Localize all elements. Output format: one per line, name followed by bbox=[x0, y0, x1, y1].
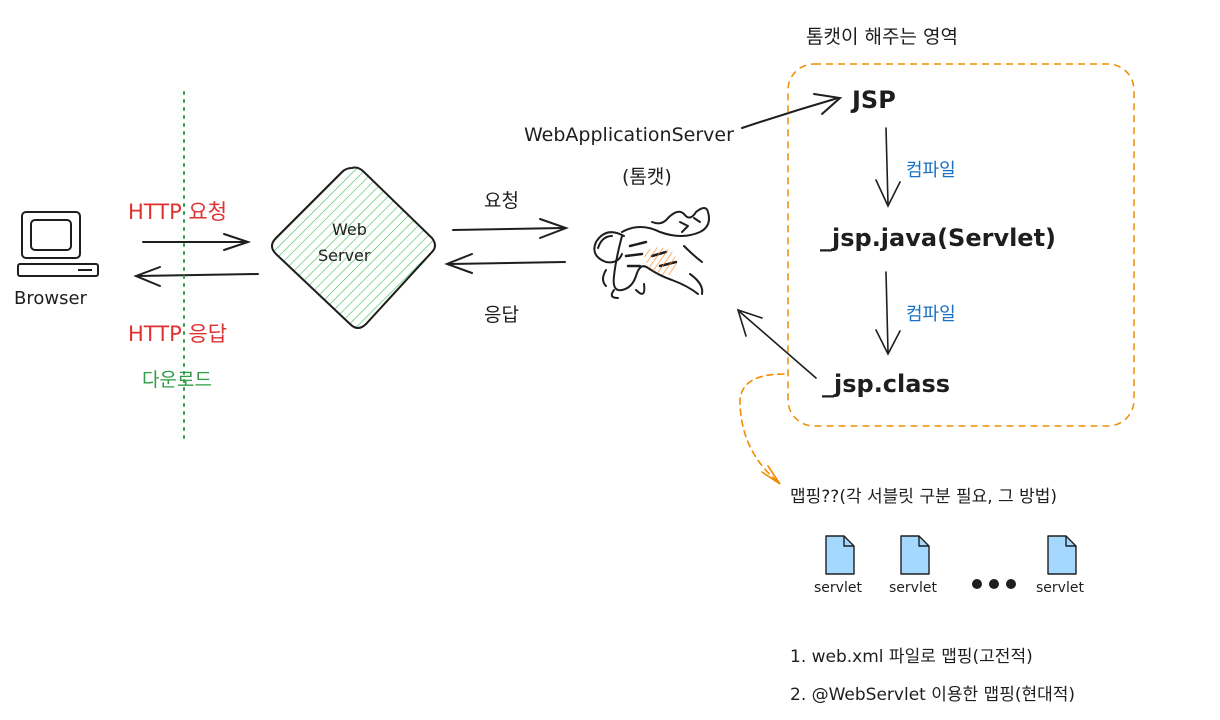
three-dots-icon bbox=[972, 579, 1016, 589]
was-subtitle: (톰캣) bbox=[622, 166, 672, 188]
was-title: WebApplicationServer bbox=[524, 124, 734, 146]
mapping-method-2: 2. @WebServlet 이용한 맵핑(현대적) bbox=[790, 685, 1076, 705]
was-to-jsp-arrow bbox=[741, 93, 843, 129]
servlet-file-label: servlet bbox=[814, 580, 862, 596]
mapping-title: 맵핑??(각 서블릿 구분 필요, 그 방법) bbox=[790, 487, 1058, 507]
web-server-label-line1: Web bbox=[332, 220, 367, 239]
tomcat-region-box bbox=[787, 63, 1135, 427]
tomcat-orange-fill bbox=[644, 247, 678, 275]
was-response-label: 응답 bbox=[484, 304, 519, 326]
was-response-arrow bbox=[444, 253, 566, 274]
web-server-label-line2: Server bbox=[318, 246, 371, 265]
class-to-tomcat-arrow bbox=[736, 308, 817, 379]
compile-label-1: 컴파일 bbox=[906, 160, 956, 181]
file-icon bbox=[825, 535, 855, 575]
http-response-arrow bbox=[133, 266, 259, 287]
computer-monitor-icon bbox=[17, 211, 99, 277]
mapping-method-1: 1. web.xml 파일로 맵핑(고전적) bbox=[790, 647, 1033, 667]
browser-label: Browser bbox=[14, 288, 87, 309]
servlet-java-label: _jsp.java(Servlet) bbox=[820, 224, 1057, 252]
web-server-node bbox=[271, 166, 436, 329]
mapping-arrow bbox=[739, 373, 785, 485]
download-label: 다운로드 bbox=[142, 369, 212, 391]
file-icon bbox=[1047, 535, 1077, 575]
tomcat-cat-icon bbox=[593, 207, 710, 299]
was-request-label: 요청 bbox=[484, 190, 519, 212]
was-request-arrow bbox=[452, 218, 569, 239]
jsp-label: JSP bbox=[852, 86, 896, 114]
compile-label-2: 컴파일 bbox=[906, 304, 956, 325]
class-file-label: _jsp.class bbox=[822, 370, 951, 398]
servlet-file-label: servlet bbox=[1036, 580, 1084, 596]
tomcat-region-title: 톰캣이 해주는 영역 bbox=[806, 26, 958, 48]
compile-arrow-2 bbox=[875, 271, 901, 356]
http-request-label: HTTP 요청 bbox=[128, 200, 228, 224]
compile-arrow-1 bbox=[875, 127, 901, 208]
servlet-file-label: servlet bbox=[889, 580, 937, 596]
http-response-label: HTTP 응답 bbox=[128, 322, 228, 346]
file-icon bbox=[900, 535, 930, 575]
http-request-arrow bbox=[142, 233, 252, 251]
